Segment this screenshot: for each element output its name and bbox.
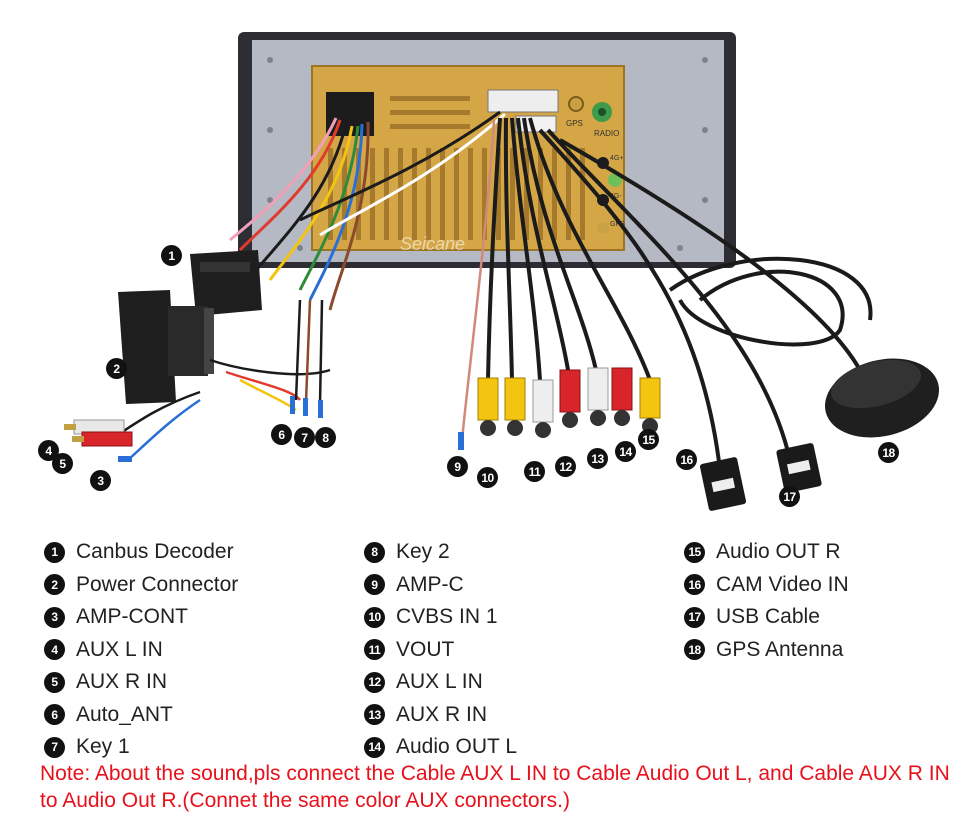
legend-label: Power Connector [76,572,239,596]
legend-item: 10 CVBS IN 1 [364,601,517,634]
power-connector [118,290,214,404]
legend-number: 3 [44,606,65,628]
legend-item: 15 Audio OUT R [684,536,849,569]
legend-item: 17 USB Cable [684,601,849,634]
watermark: Seicane [400,234,465,254]
legend-item: 7 Key 1 [44,731,238,764]
legend-label: Key 1 [76,735,130,759]
marker-2: 2 [106,358,127,379]
legend-number: 13 [364,704,385,726]
legend-number: 7 [44,736,65,758]
marker-6: 6 [271,424,292,445]
4g-plus-label: 4G+ [610,155,623,162]
legend-label: Audio OUT R [716,540,841,564]
legend-column-1: 1 Canbus Decoder 2 Power Connector 3 AMP-CO… [44,536,238,764]
legend-number: 18 [684,639,705,661]
wiring-illustration: GPS RADIO 4G+ 4G- GPS Seicane [64,32,940,511]
legend-number: 16 [684,574,705,596]
legend-label: Canbus Decoder [76,540,234,564]
legend-label: Auto_ANT [76,702,173,726]
legend-number: 4 [44,639,65,661]
legend-label: CVBS IN 1 [396,605,498,629]
marker-12: 12 [555,456,576,477]
legend-item: 1 Canbus Decoder [44,536,238,569]
legend-label: AUX R IN [396,702,488,726]
legend-item: 18 GPS Antenna [684,634,849,667]
legend-number: 10 [364,606,385,628]
marker-1: 1 [161,245,182,266]
legend-number: 15 [684,541,705,563]
marker-3: 3 [90,470,111,491]
legend-number: 2 [44,574,65,596]
legend-label: Audio OUT L [396,735,518,759]
legend-item: 3 AMP-CONT [44,601,238,634]
legend-item: 16 CAM Video IN [684,569,849,602]
legend-item: 11 VOUT [364,634,517,667]
legend-item: 8 Key 2 [364,536,517,569]
marker-13: 13 [587,448,608,469]
legend-label: AUX L IN [76,637,163,661]
legend-number: 8 [364,541,385,563]
legend-number: 14 [364,736,385,758]
legend-label: AMP-CONT [76,605,188,629]
legend-item: 6 Auto_ANT [44,699,238,732]
marker-9: 9 [447,456,468,477]
rca-harness-socket [487,89,559,113]
4g-minus-label: 4G- [610,193,622,200]
marker-16: 16 [676,449,697,470]
legend-number: 11 [364,639,385,661]
legend-label: AUX L IN [396,670,483,694]
marker-11: 11 [524,461,545,482]
legend-number: 5 [44,671,65,693]
gps-antenna [824,358,940,438]
legend-label: Key 2 [396,540,450,564]
marker-17: 17 [779,486,800,507]
legend-item: 9 AMP-C [364,569,517,602]
marker-18: 18 [878,442,899,463]
legend-label: AMP-C [396,572,464,596]
legend-label: USB Cable [716,605,820,629]
marker-7: 7 [294,427,315,448]
legend-item: 5 AUX R IN [44,666,238,699]
usb-plugs [699,443,822,511]
gps-socket [568,96,584,112]
canbus-decoder [190,250,262,316]
legend-column-3: 15 Audio OUT R 16 CAM Video IN 17 USB Cable… [684,536,849,666]
legend-label: AUX R IN [76,670,168,694]
marker-14: 14 [615,441,636,462]
legend-item: 2 Power Connector [44,569,238,602]
gps2-port-label: GPS [610,221,625,228]
legend-number: 12 [364,671,385,693]
legend-item: 14 Audio OUT L [364,731,517,764]
left-rca-plugs [64,419,133,447]
legend-number: 17 [684,606,705,628]
legend-label: GPS Antenna [716,637,844,661]
legend-item: 13 AUX R IN [364,699,517,732]
legend-item: 12 AUX L IN [364,666,517,699]
legend-number: 1 [44,541,65,563]
legend-label: VOUT [396,637,455,661]
wiring-diagram: GPS RADIO 4G+ 4G- GPS Seicane [38,32,940,511]
legend-item: 4 AUX L IN [44,634,238,667]
marker-8: 8 [315,427,336,448]
legend-number: 6 [44,704,65,726]
marker-15: 15 [638,429,659,450]
legend-label: CAM Video IN [716,572,849,596]
gps-port-label: GPS [566,119,583,128]
marker-10: 10 [477,467,498,488]
marker-5: 5 [52,453,73,474]
radio-port-label: RADIO [594,129,619,138]
sound-connection-note: Note: About the sound,pls connect the Ca… [40,762,950,812]
legend-number: 9 [364,574,385,596]
legend-column-2: 8 Key 2 9 AMP-C 10 CVBS IN 1 11 VOUT 12 AUX L… [364,536,517,764]
